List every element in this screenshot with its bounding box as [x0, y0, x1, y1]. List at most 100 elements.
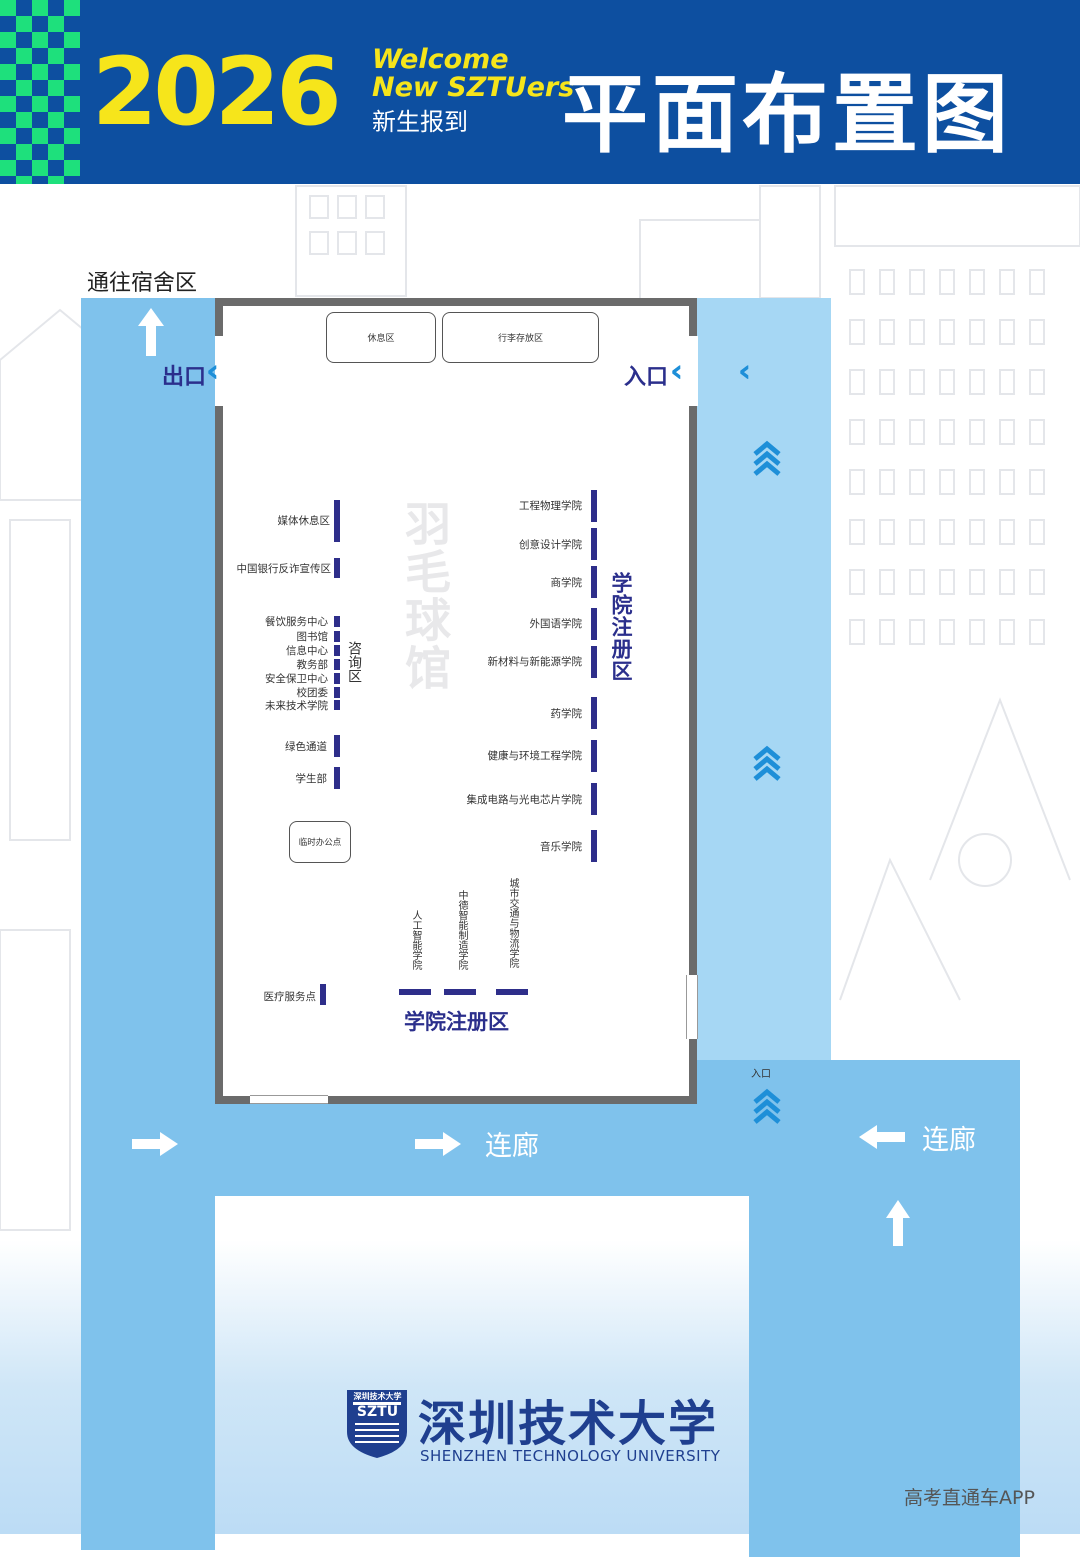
source-watermark: 高考直通车APP	[904, 1487, 1035, 1509]
checker-square	[64, 128, 80, 144]
sztu-logo	[347, 1390, 407, 1458]
chevron-up-icon	[753, 440, 781, 476]
service-item: 图书馆	[296, 631, 329, 643]
up-arrow-icon	[138, 308, 164, 356]
booth-bar	[591, 646, 597, 678]
up-arrow-icon	[886, 1200, 910, 1246]
checker-square	[0, 160, 16, 176]
luggage-area: 行李存放区	[442, 312, 599, 363]
media-rest-label: 媒体休息区	[277, 515, 331, 527]
bottom-corridor	[81, 1104, 749, 1196]
service-item: 餐饮服务中心	[265, 616, 328, 628]
booth-bar	[334, 700, 340, 710]
service-item: 未来技术学院	[265, 700, 328, 712]
college-label: 集成电路与光电芯片学院	[466, 794, 583, 806]
bottom-door	[250, 1095, 328, 1104]
student-affairs-label: 学生部	[295, 773, 328, 785]
checker-square	[16, 80, 32, 96]
chevron-up-icon	[753, 1088, 781, 1124]
college-label: 药学院	[550, 708, 583, 720]
checker-square	[16, 48, 32, 64]
college-label-vertical: 中德智能制造学院	[456, 890, 467, 970]
welcome-sztuers-text: New SZTUers	[372, 72, 575, 103]
booth-bar	[334, 616, 340, 627]
checker-square	[64, 96, 80, 112]
right-arrow-icon	[415, 1132, 461, 1156]
bank-anti-fraud-label: 中国银行反诈宣传区	[236, 563, 332, 575]
college-label-vertical: 城市交通与物流学院	[507, 878, 518, 968]
connector-corridor	[697, 1060, 1020, 1196]
service-item: 教务部	[296, 659, 329, 671]
university-name-cn: 深圳技术大学	[418, 1396, 719, 1452]
checker-square	[16, 144, 32, 160]
booth-bar	[591, 830, 597, 862]
green-channel-label: 绿色通道	[285, 741, 327, 753]
checker-square	[16, 176, 32, 184]
checker-square	[32, 32, 48, 48]
page-title: 平面布置图	[562, 65, 1012, 165]
chevron-left-icon: ‹‹‹	[206, 354, 220, 389]
checker-square	[0, 96, 16, 112]
welcome-text: Welcome	[372, 44, 509, 75]
booth-bar	[334, 500, 340, 542]
chevron-left-icon: ‹‹‹	[738, 354, 752, 389]
exit-label: 出口	[162, 365, 207, 390]
medical-label: 医疗服务点	[263, 991, 317, 1003]
booth-bar	[496, 989, 528, 995]
checker-square	[64, 0, 80, 16]
booth-bar	[334, 645, 340, 656]
booth-bar	[591, 608, 597, 640]
checker-square	[0, 0, 16, 16]
chevron-left-icon: ‹‹‹	[670, 354, 684, 389]
checker-square	[32, 0, 48, 16]
booth-bar	[334, 687, 340, 698]
checker-square	[32, 96, 48, 112]
booth-bar	[591, 783, 597, 815]
left-corridor	[81, 298, 215, 1550]
booth-bar	[444, 989, 476, 995]
checker-square	[0, 64, 16, 80]
booth-bar	[399, 989, 431, 995]
college-label: 商学院	[550, 577, 583, 589]
checker-square	[0, 32, 16, 48]
college-registration-zone-label: 学院注册区	[609, 572, 633, 682]
booth-bar	[591, 528, 597, 560]
checker-square	[48, 176, 64, 184]
college-label-vertical: 人工智能学院	[410, 910, 421, 970]
booth-bar	[320, 984, 326, 1005]
college-label: 新材料与新能源学院	[487, 656, 583, 668]
service-item: 安全保卫中心	[265, 673, 328, 685]
college-label: 工程物理学院	[519, 500, 582, 512]
booth-bar	[334, 673, 340, 684]
checker-square	[16, 112, 32, 128]
bottom-right-corridor	[749, 1196, 1020, 1557]
checker-square	[48, 144, 64, 160]
entrance-small-label: 入口	[751, 1069, 771, 1080]
college-label: 音乐学院	[540, 841, 582, 853]
service-item: 信息中心	[286, 645, 328, 657]
consult-zone-label: 咨询区	[346, 641, 362, 683]
booth-bar	[334, 659, 340, 670]
college-registration-zone-bottom-label: 学院注册区	[404, 1010, 509, 1034]
header-banner	[0, 0, 1080, 184]
checker-square	[16, 16, 32, 32]
left-arrow-icon	[859, 1125, 905, 1149]
booth-bar	[591, 697, 597, 729]
booth-bar	[334, 735, 340, 757]
checker-square	[48, 48, 64, 64]
checker-square	[64, 160, 80, 176]
venue-name-watermark: 羽毛球馆	[398, 500, 452, 692]
logo-small-text: 深圳技术大学	[353, 1392, 402, 1401]
corridor-label: 连廊	[485, 1131, 539, 1162]
college-label: 创意设计学院	[519, 539, 582, 551]
service-item: 校团委	[296, 687, 329, 699]
booth-bar	[591, 740, 597, 772]
right-corridor	[697, 298, 831, 1060]
checker-square	[48, 112, 64, 128]
to-dorm-label: 通往宿舍区	[87, 271, 198, 296]
subtitle: 新生报到	[372, 108, 468, 136]
booth-bar	[334, 767, 340, 789]
booth-bar	[334, 558, 340, 578]
checker-square	[32, 128, 48, 144]
